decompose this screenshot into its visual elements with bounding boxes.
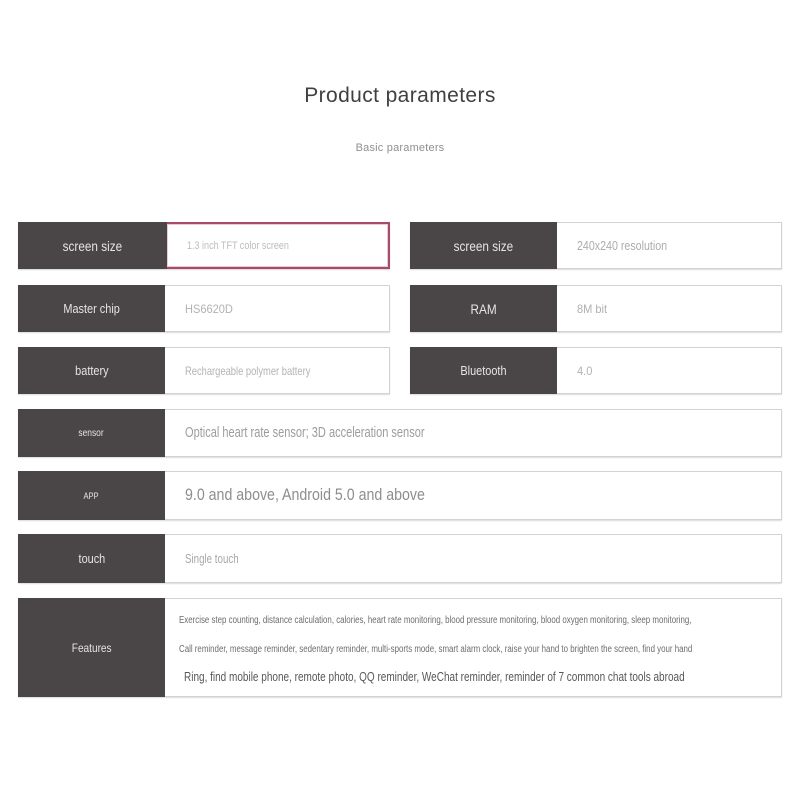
spec-label-text: APP xyxy=(83,490,100,501)
spec-value-text: 8M bit xyxy=(577,301,608,316)
spec-label-touch: touch xyxy=(18,534,165,583)
spec-value-text: 4.0 xyxy=(577,363,593,378)
spec-value-touch: Single touch xyxy=(165,535,781,582)
spec-label-text: screen size xyxy=(453,237,514,254)
features-line-2: Call reminder, message reminder, sedenta… xyxy=(179,644,693,655)
spec-label-text: battery xyxy=(74,363,109,378)
spec-row-app: APP 9.0 and above, Android 5.0 and above xyxy=(18,471,782,520)
spec-value-battery: Rechargeable polymer battery xyxy=(165,348,389,393)
spec-row-bluetooth: Bluetooth 4.0 xyxy=(410,347,782,394)
spec-value-text: Rechargeable polymer battery xyxy=(185,363,311,378)
spec-value-resolution: 240x240 resolution xyxy=(557,223,781,268)
spec-row-ram: RAM 8M bit xyxy=(410,285,782,332)
spec-label-features: Features xyxy=(18,598,165,697)
spec-value-sensor: Optical heart rate sensor; 3D accelerati… xyxy=(165,410,781,456)
spec-label-ram: RAM xyxy=(410,285,557,332)
spec-label-text: RAM xyxy=(470,300,497,317)
features-line-3: Ring, find mobile phone, remote photo, Q… xyxy=(184,670,685,684)
spec-row-touch: touch Single touch xyxy=(18,534,782,583)
spec-value-ram: 8M bit xyxy=(557,286,781,331)
spec-row-battery: battery Rechargeable polymer battery xyxy=(18,347,390,394)
spec-row-screen-resolution: screen size 240x240 resolution xyxy=(410,222,782,269)
spec-label-bluetooth: Bluetooth xyxy=(410,347,557,394)
spec-label-text: screen size xyxy=(62,237,123,254)
spec-label-screen-size: screen size xyxy=(410,222,557,269)
spec-label-text: sensor xyxy=(78,427,105,439)
spec-value-text: HS6620D xyxy=(185,301,233,316)
spec-label-sensor: sensor xyxy=(18,409,165,457)
spec-row-sensor: sensor Optical heart rate sensor; 3D acc… xyxy=(18,409,782,457)
spec-value-master-chip: HS6620D xyxy=(165,286,389,331)
spec-value-text: 1.3 inch TFT color screen xyxy=(187,239,289,252)
spec-label-screen-size: screen size xyxy=(18,222,167,269)
spec-value-text: 240x240 resolution xyxy=(577,238,668,253)
spec-label-text: Master chip xyxy=(63,301,120,316)
section-subtitle: Basic parameters xyxy=(355,142,445,154)
spec-row-master-chip: Master chip HS6620D xyxy=(18,285,390,332)
spec-value-features: Exercise step counting, distance calcula… xyxy=(165,599,781,696)
spec-label-text: Features xyxy=(71,640,112,655)
spec-label-text: touch xyxy=(78,551,105,566)
spec-label-master-chip: Master chip xyxy=(18,285,165,332)
spec-label-text: Bluetooth xyxy=(460,363,507,378)
spec-row-features: Features Exercise step counting, distanc… xyxy=(18,598,782,697)
spec-value-app: 9.0 and above, Android 5.0 and above xyxy=(165,472,781,519)
spec-value-text: Single touch xyxy=(185,551,239,566)
spec-value-text: Optical heart rate sensor; 3D accelerati… xyxy=(185,425,425,441)
spec-label-battery: battery xyxy=(18,347,165,394)
spec-label-app: APP xyxy=(18,471,165,520)
features-line-1: Exercise step counting, distance calcula… xyxy=(179,615,692,626)
spec-value-screen-type: 1.3 inch TFT color screen xyxy=(167,224,388,267)
spec-row-screen-size-type: screen size 1.3 inch TFT color screen xyxy=(18,222,390,269)
spec-value-bluetooth: 4.0 xyxy=(557,348,781,393)
page-title: Product parameters xyxy=(304,84,496,107)
spec-value-text: 9.0 and above, Android 5.0 and above xyxy=(185,486,425,504)
